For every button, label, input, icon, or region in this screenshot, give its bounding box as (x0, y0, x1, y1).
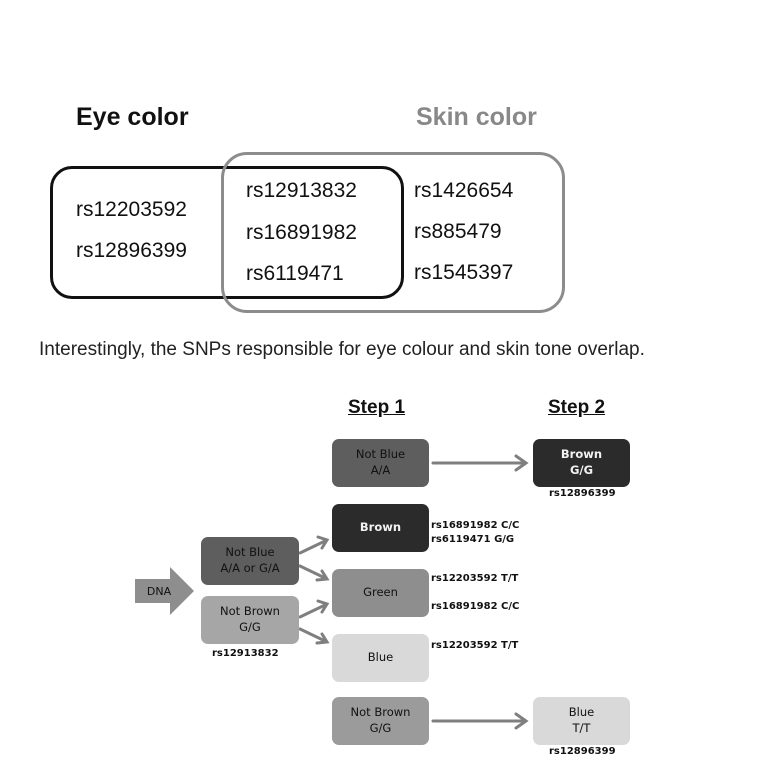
node-line: G/G (239, 620, 261, 634)
node-not-brown-left: Not Brown G/G (201, 596, 299, 644)
step2-brown-rs: rs12896399 (549, 488, 616, 499)
eye-color-title: Eye color (76, 103, 189, 131)
arrow-to-green (298, 564, 327, 580)
node-line: A/A (370, 463, 391, 477)
node-brown-step1: Brown (332, 504, 429, 552)
node-brown-step2: Brown G/G (533, 439, 630, 487)
green-ann-2: rs16891982 C/C (431, 601, 520, 612)
skin-color-set (221, 152, 565, 313)
green-ann-1: rs12203592 T/T (431, 573, 519, 584)
arrowhead (316, 535, 330, 550)
step-2-label: Step 2 (548, 397, 606, 418)
arrow-to-blue (298, 627, 327, 643)
step-1-label: Step 1 (348, 397, 406, 418)
step2-blue-rs: rs12896399 (549, 746, 616, 757)
node-green-step1: Green (332, 569, 429, 617)
skin-snp: rs1426654 (414, 179, 514, 202)
node-line: Brown (560, 447, 603, 462)
caption: Interestingly, the SNPs responsible for … (39, 339, 645, 360)
node-line: G/G (569, 463, 594, 477)
arrowhead (316, 599, 330, 614)
node-not-blue-left: Not Blue A/A or G/A (201, 537, 299, 585)
arrow-to-green-lower (298, 603, 327, 619)
node-line: T/T (572, 721, 591, 735)
node-line: Brown (359, 520, 402, 535)
node-line: Not Brown (350, 705, 411, 720)
node-blue-step1: Blue (332, 634, 429, 682)
left-rs-label: rs12913832 (212, 648, 279, 659)
node-blue-step2: Blue T/T (533, 697, 630, 745)
arrowhead (315, 632, 330, 645)
skin-snp: rs1545397 (414, 261, 514, 284)
node-not-brown-step1: Not Brown G/G (332, 697, 429, 745)
eye-snp: rs12896399 (76, 239, 187, 262)
arrowhead (514, 712, 529, 730)
node-line: Blue (568, 705, 595, 720)
node-line: Blue (367, 650, 394, 665)
arrowhead (514, 454, 529, 472)
arrow-to-brown (298, 539, 327, 555)
skin-snp: rs885479 (414, 220, 502, 243)
node-line: Green (363, 585, 398, 600)
eye-snp: rs12203592 (76, 198, 187, 221)
shared-snp: rs16891982 (246, 221, 357, 244)
node-line: Not Blue (225, 545, 275, 560)
node-line: Not Blue (355, 447, 406, 462)
blue-ann-1: rs12203592 T/T (431, 640, 519, 651)
node-line: Not Brown (220, 604, 280, 619)
skin-color-title: Skin color (416, 103, 537, 131)
dna-label: DNA (147, 585, 172, 598)
dna-arrow (135, 567, 194, 615)
brown-ann-2: rs6119471 G/G (431, 534, 515, 545)
shared-snp: rs12913832 (246, 179, 357, 202)
node-not-blue-step1: Not Blue A/A (332, 439, 429, 487)
node-line: G/G (369, 721, 392, 735)
node-line: A/A or G/A (220, 561, 280, 575)
brown-ann-1: rs16891982 C/C (431, 520, 520, 531)
shared-snp: rs6119471 (246, 262, 344, 285)
arrowhead (315, 569, 330, 582)
